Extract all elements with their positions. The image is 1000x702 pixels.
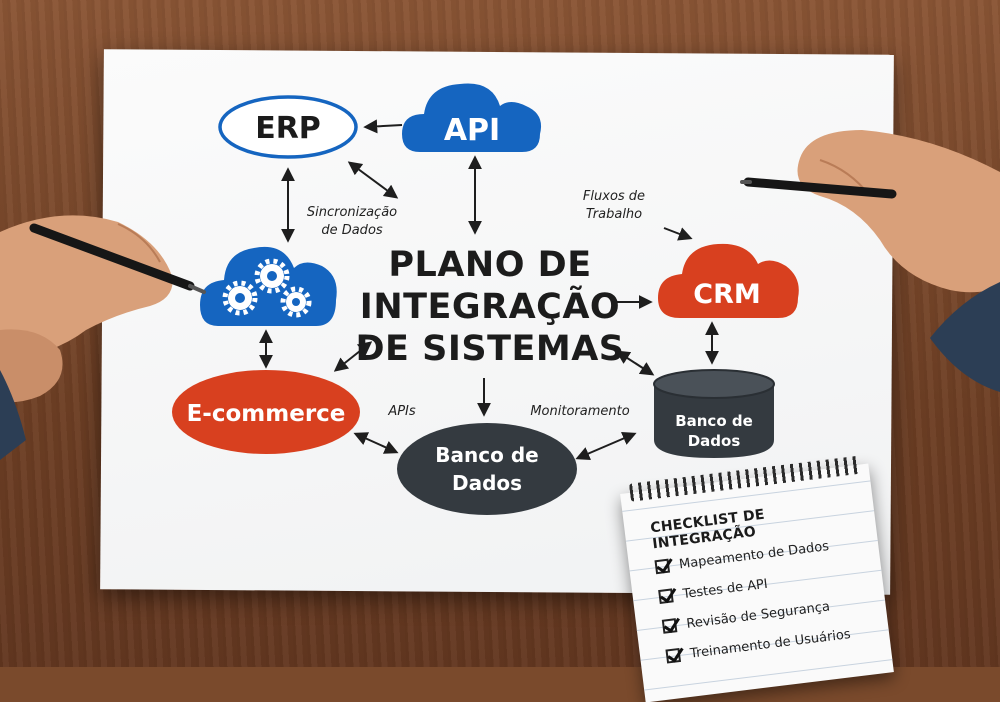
- gear-icons: [228, 264, 306, 312]
- node-db-center-line1: Banco de: [435, 443, 538, 467]
- title-line-1: PLANO DE: [388, 245, 591, 285]
- arrow-api-to-erp: [363, 119, 403, 134]
- node-ecommerce-label: E-commerce: [187, 401, 346, 427]
- annotations: Sincronização de Dados Fluxos de Trabalh…: [307, 189, 645, 419]
- title-line-2: INTEGRAÇÃO: [360, 285, 620, 327]
- checklist-notepad: CHECKLIST DE INTEGRAÇÃO Mapeamento de Da…: [620, 455, 894, 702]
- arrow-center-to-ecommerce: [333, 341, 373, 372]
- node-api-label: API: [444, 113, 500, 148]
- connector-arrows: [259, 119, 719, 461]
- checkbox-checked-icon[interactable]: [661, 618, 678, 634]
- diagram-title: PLANO DE INTEGRAÇÃO DE SISTEMAS: [356, 245, 625, 369]
- checklist-items: Mapeamento de Dados Testes de API Revisã…: [653, 530, 852, 672]
- crm-cloud-icon: [658, 243, 799, 318]
- annotation-sync-line2: de Dados: [321, 223, 383, 238]
- annotation-sync-line1: Sincronização: [307, 205, 397, 220]
- integration-diagram: ERP API CRM E-commerce: [0, 83, 1000, 515]
- annotation-apis: APIs: [387, 404, 416, 419]
- arrow-flows-to-crm: [663, 227, 693, 241]
- node-db-center-line2: Dados: [452, 471, 522, 495]
- annotation-monitoring: Monitoramento: [530, 404, 629, 419]
- checkbox-checked-icon[interactable]: [654, 558, 671, 575]
- right-hand-with-pen: [740, 130, 1000, 392]
- node-db-right-line1: Banco de: [675, 412, 753, 430]
- arrow-ecommerce-to-db: [353, 432, 399, 454]
- node-api: API: [402, 83, 542, 152]
- node-database-right: Banco de Dados: [653, 369, 775, 458]
- title-line-3: DE SISTEMAS: [356, 329, 625, 369]
- arrow-erp-to-sync: [347, 161, 399, 199]
- node-crm: CRM: [658, 243, 799, 318]
- annotation-flows-line2: Trabalho: [586, 207, 642, 222]
- node-erp-label: ERP: [255, 111, 321, 146]
- arrow-center-to-db-right: [615, 350, 655, 376]
- checkbox-checked-icon[interactable]: [665, 647, 682, 664]
- database-cylinder-icon: [654, 384, 774, 458]
- node-gears-cloud: [200, 246, 337, 326]
- node-ecommerce: E-commerce: [172, 370, 360, 454]
- node-crm-label: CRM: [693, 279, 760, 310]
- arrow-db-to-db-right: [575, 431, 637, 461]
- node-erp: ERP: [218, 95, 358, 159]
- node-database-center: Banco de Dados: [397, 423, 577, 515]
- annotation-flows-line1: Fluxos de: [583, 189, 645, 204]
- node-db-right-line2: Dados: [688, 432, 741, 450]
- checkbox-checked-icon[interactable]: [658, 588, 674, 604]
- api-cloud-icon: [402, 83, 542, 152]
- left-hand-with-pen: [0, 215, 206, 460]
- checklist-item-label: Testes de API: [681, 576, 769, 602]
